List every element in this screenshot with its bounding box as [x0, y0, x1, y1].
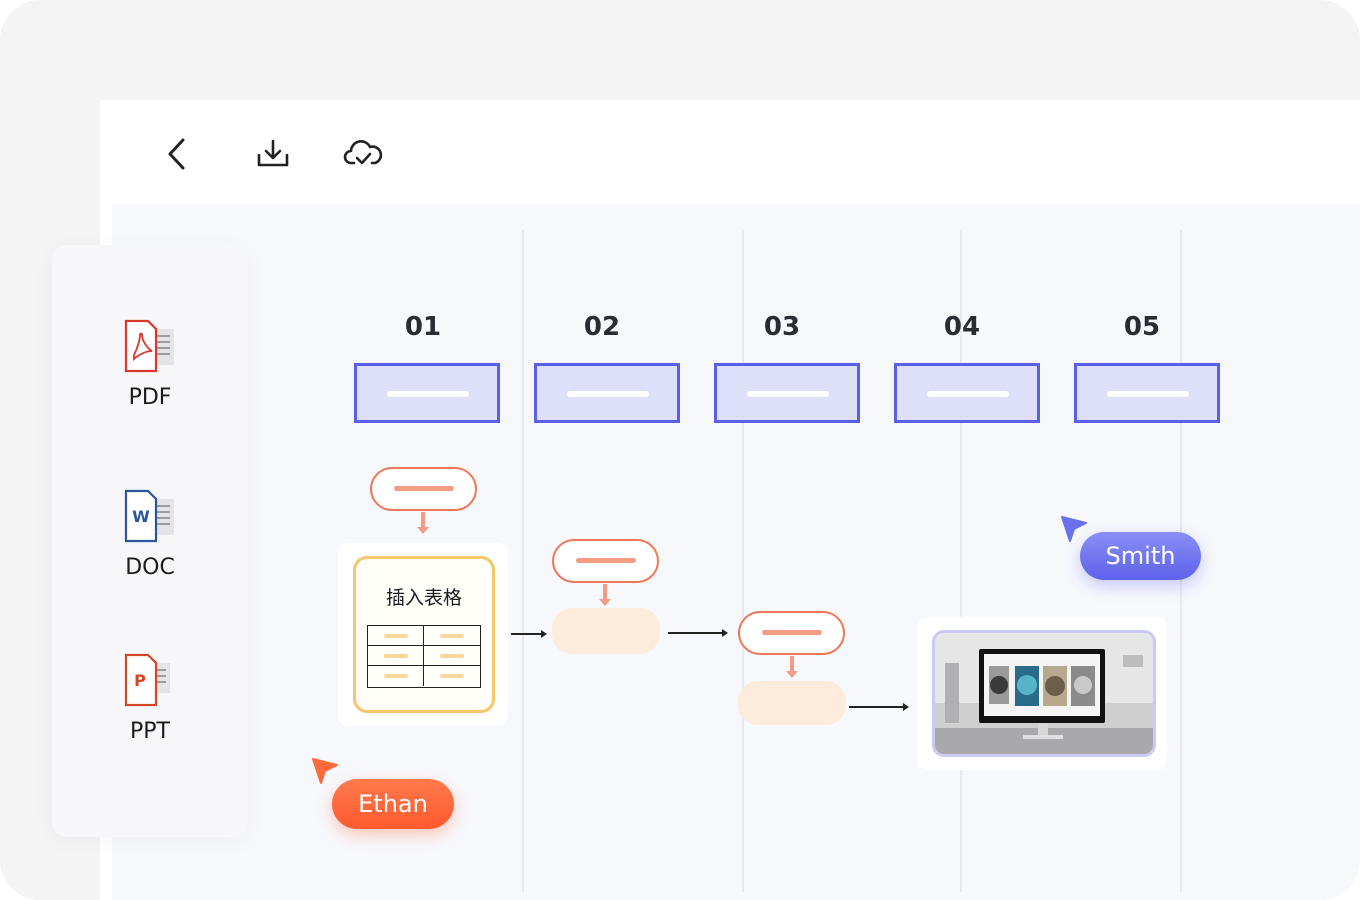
- collaborator-tag-ethan: Ethan: [332, 779, 454, 829]
- chevron-left-icon: [168, 138, 185, 170]
- flow-node-placeholder[interactable]: [552, 608, 660, 654]
- flow-node[interactable]: [552, 539, 659, 583]
- flow-arrow-right: [849, 703, 909, 710]
- flow-arrow-down: [786, 656, 798, 678]
- lane-divider: [522, 230, 524, 892]
- column-header-box[interactable]: [894, 363, 1040, 423]
- cursor-pointer-icon: [1061, 516, 1087, 542]
- export-pdf-button[interactable]: PDF: [52, 319, 248, 410]
- column-header-box[interactable]: [1074, 363, 1220, 423]
- export-doc-label: DOC: [125, 555, 175, 580]
- flow-arrow-down: [599, 584, 611, 606]
- column-number: 05: [1123, 312, 1161, 342]
- lane-divider: [742, 230, 744, 892]
- column-number: 04: [943, 312, 981, 342]
- svg-text:W: W: [132, 507, 150, 526]
- pdf-file-icon: [124, 319, 174, 373]
- column-number: 02: [583, 312, 621, 342]
- monitor-photo: [935, 633, 1153, 754]
- export-ppt-label: PPT: [130, 719, 170, 744]
- flow-node[interactable]: [738, 611, 845, 655]
- export-doc-button[interactable]: W DOC: [52, 489, 248, 580]
- download-tray-icon: [257, 139, 289, 167]
- export-pdf-label: PDF: [128, 385, 172, 410]
- inserted-image[interactable]: [932, 630, 1156, 757]
- flow-arrow-down: [417, 512, 429, 534]
- column-header-box[interactable]: [714, 363, 860, 423]
- flow-arrow-right: [511, 630, 547, 637]
- cursor-pointer-icon: [312, 758, 338, 784]
- editor-window: [100, 100, 1360, 900]
- flow-node-placeholder[interactable]: [738, 681, 846, 725]
- flow-node[interactable]: [370, 467, 477, 511]
- download-button[interactable]: [253, 134, 293, 174]
- collaborator-name: Ethan: [358, 790, 428, 818]
- flow-arrow-right: [668, 629, 728, 636]
- column-header-box[interactable]: [354, 363, 500, 423]
- cloud-check-icon: [343, 140, 383, 165]
- export-sidebar: PDF W DOC P PPT: [52, 245, 248, 837]
- column-number: 01: [404, 312, 442, 342]
- svg-text:P: P: [134, 671, 146, 690]
- cloud-save-button[interactable]: [343, 134, 383, 174]
- export-ppt-button[interactable]: P PPT: [52, 653, 248, 744]
- back-button[interactable]: [157, 134, 197, 174]
- insert-table-card[interactable]: 插入表格: [353, 556, 495, 713]
- ppt-file-icon: P: [124, 653, 170, 707]
- collaborator-name: Smith: [1105, 542, 1176, 570]
- table-grid: [367, 625, 481, 688]
- toolbar: [100, 100, 1360, 204]
- lane-divider: [960, 230, 962, 892]
- word-file-icon: W: [124, 489, 174, 543]
- table-card-title: 插入表格: [385, 587, 462, 609]
- collaborator-tag-smith: Smith: [1080, 532, 1201, 580]
- column-header-box[interactable]: [534, 363, 680, 423]
- column-number: 03: [763, 312, 801, 342]
